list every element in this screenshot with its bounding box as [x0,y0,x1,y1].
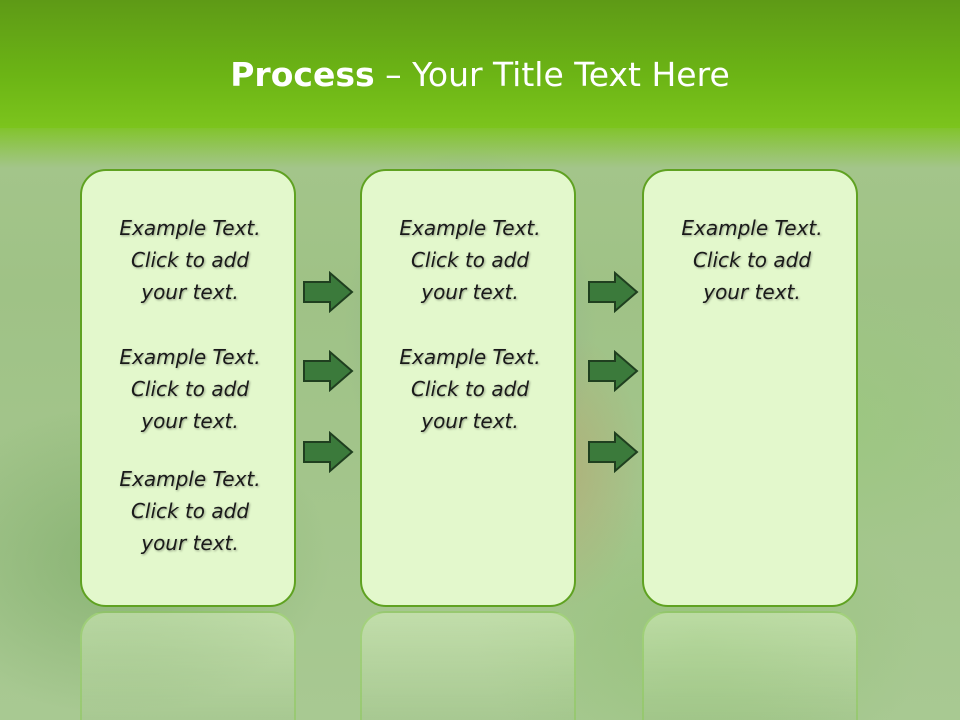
text-block[interactable]: Example Text. Click to add your text. [362,212,578,308]
title-strong: Process [230,55,375,94]
text-line: Click to add [410,377,530,401]
text-line: Click to add [130,248,250,272]
text-block[interactable]: Example Text. Click to add your text. [644,212,860,308]
process-step-3[interactable]: Example Text. Click to add your text. [642,169,858,607]
right-arrow-icon[interactable] [587,431,639,473]
text-block[interactable]: Example Text. Click to add your text. [362,341,578,437]
text-line: Click to add [692,248,812,272]
text-line: your text. [141,409,239,433]
title-bar [0,0,960,128]
process-step-3-reflection [642,611,858,720]
text-block[interactable]: Example Text. Click to add your text. [82,463,298,559]
text-line: Example Text. [399,345,541,369]
right-arrow-icon[interactable] [302,431,354,473]
right-arrow-icon[interactable] [587,271,639,313]
text-line: Click to add [410,248,530,272]
slide-title[interactable]: Process – Your Title Text Here [0,52,960,98]
right-arrow-icon[interactable] [302,271,354,313]
title-bar-fade [0,128,960,168]
text-block[interactable]: Example Text. Click to add your text. [82,212,298,308]
text-line: your text. [421,409,519,433]
process-step-1-reflection [80,611,296,720]
text-line: Example Text. [119,345,261,369]
text-line: your text. [141,280,239,304]
text-line: Click to add [130,499,250,523]
text-line: Example Text. [119,216,261,240]
right-arrow-icon[interactable] [587,350,639,392]
process-step-1[interactable]: Example Text. Click to add your text. Ex… [80,169,296,607]
text-block[interactable]: Example Text. Click to add your text. [82,341,298,437]
text-line: Click to add [130,377,250,401]
text-line: your text. [421,280,519,304]
title-rest: – Your Title Text Here [385,55,730,94]
process-step-2[interactable]: Example Text. Click to add your text. Ex… [360,169,576,607]
text-line: your text. [141,531,239,555]
right-arrow-icon[interactable] [302,350,354,392]
text-line: Example Text. [399,216,541,240]
text-line: Example Text. [119,467,261,491]
process-step-2-reflection [360,611,576,720]
text-line: Example Text. [681,216,823,240]
text-line: your text. [703,280,801,304]
